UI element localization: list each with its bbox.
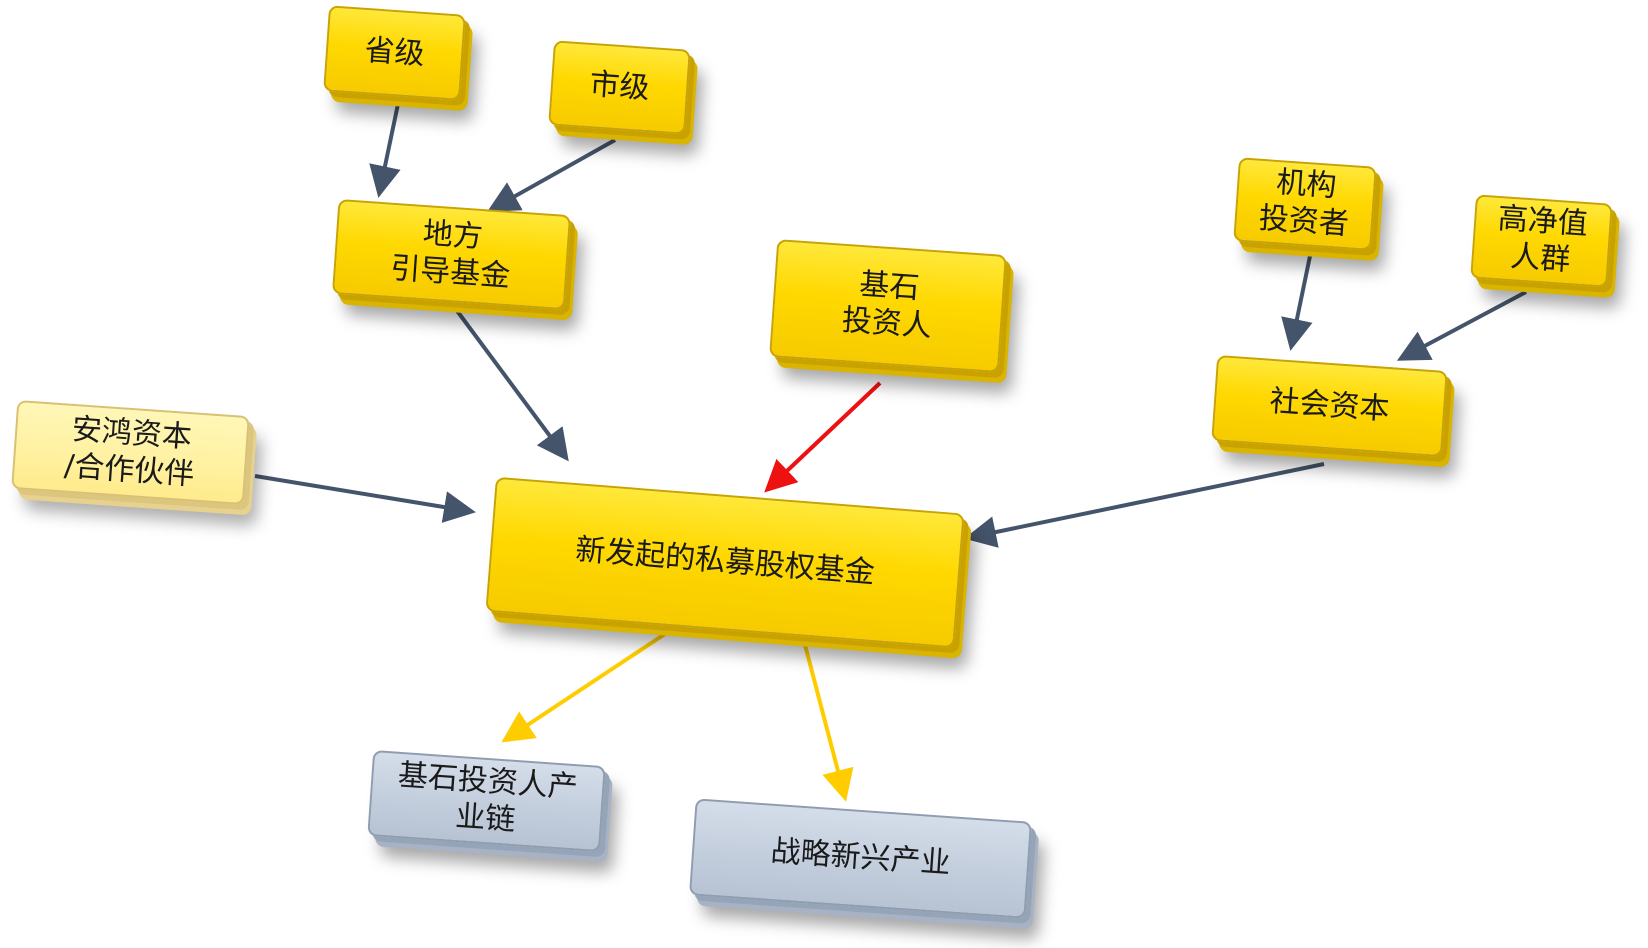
arrow-pe-fund-to-industry-chain	[501, 622, 682, 743]
node-new-pe-fund-label: 新发起的私募股权基金	[574, 532, 876, 591]
node-anhong-capital-label: 安鸿资本 /合作伙伴	[63, 411, 196, 492]
node-institutional-investor: 机构 投资者	[1233, 157, 1377, 251]
arrow-institutional-to-social-capital	[1281, 255, 1313, 351]
node-local-guidance-fund: 地方 引导基金	[331, 198, 572, 311]
node-cornerstone-industry-chain-label: 基石投资人产 业链	[396, 758, 579, 839]
node-cornerstone-investor-label: 基石 投资人	[840, 267, 933, 345]
node-cornerstone-investor: 基石 投资人	[769, 239, 1007, 373]
arrow-social-capital-to-pe-fund	[964, 462, 1325, 548]
node-social-capital-label: 社会资本	[1268, 383, 1391, 427]
node-high-net-worth-label: 高净值 人群	[1496, 201, 1589, 279]
arrow-anhong-to-pe-fund	[254, 474, 476, 523]
node-social-capital: 社会资本	[1211, 355, 1448, 457]
node-provincial-label: 省级	[363, 32, 426, 72]
arrow-provincial-to-guidance-fund	[369, 103, 401, 198]
arrow-pe-fund-to-emerging-industry	[802, 640, 854, 802]
node-high-net-worth: 高净值 人群	[1470, 194, 1613, 288]
arrow-cornerstone-to-pe-fund	[764, 381, 882, 493]
arrow-high-net-worth-to-social-capital	[1396, 290, 1527, 361]
node-anhong-capital: 安鸿资本 /合作伙伴	[11, 399, 250, 506]
node-provincial: 省级	[323, 5, 466, 101]
arrow-municipal-to-guidance-fund	[487, 138, 616, 212]
node-cornerstone-industry-chain: 基石投资人产 业链	[367, 749, 606, 853]
node-municipal: 市级	[548, 40, 691, 135]
node-strategic-emerging-industry-label: 战略新兴产业	[769, 833, 952, 882]
node-institutional-investor-label: 机构 投资者	[1257, 165, 1350, 243]
node-municipal-label: 市级	[588, 67, 651, 107]
node-local-guidance-fund-label: 地方 引导基金	[389, 215, 512, 294]
arrow-guidance-fund-to-pe-fund	[450, 302, 569, 462]
